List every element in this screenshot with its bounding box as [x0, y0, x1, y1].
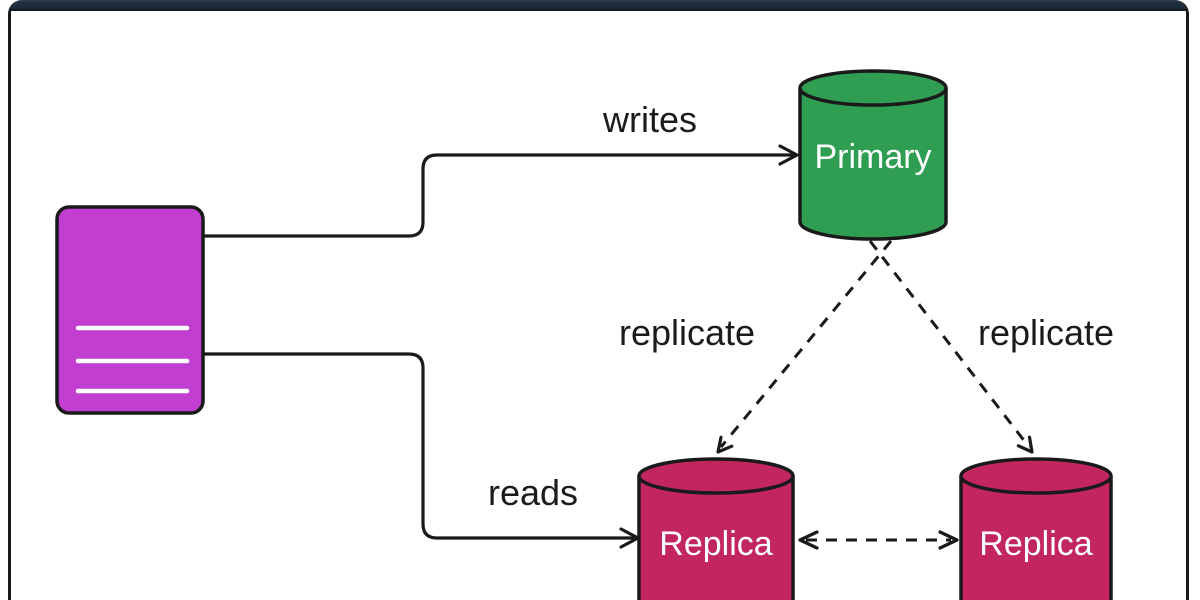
- replica-left-label: Replica: [659, 525, 772, 563]
- replicate-left-arrowhead-icon: [716, 435, 734, 454]
- replicate-right-arrowhead-icon: [1016, 435, 1034, 454]
- primary-database-node: Primary: [798, 69, 948, 241]
- replicate-left-line: [719, 240, 893, 448]
- replica-sync-arrow: [798, 530, 959, 550]
- replicate-left-arrow: [716, 240, 893, 454]
- replica-sync-left-arrowhead-icon: [798, 530, 819, 550]
- replicate-left-label: replicate: [619, 312, 755, 353]
- writes-arrow: [201, 144, 799, 238]
- primary-cylinder-top: [798, 69, 948, 107]
- client-app-node: [55, 205, 205, 415]
- reads-label: reads: [488, 472, 578, 513]
- primary-cylinder-body: [798, 88, 948, 241]
- replica-right-label: Replica: [979, 525, 1092, 563]
- writes-arrow-line: [201, 153, 795, 238]
- replica-right-cylinder-body: [959, 476, 1113, 600]
- replicate-right-label: replicate: [978, 312, 1114, 353]
- reads-arrow: [201, 352, 640, 549]
- writes-arrowhead-icon: [778, 144, 799, 166]
- replicate-right-line: [868, 240, 1031, 448]
- replica-right-cylinder-top: [959, 457, 1113, 495]
- replica-right-database-node: Replica: [959, 457, 1113, 600]
- writes-label: writes: [602, 99, 697, 140]
- browser-titlebar-strip: [11, 0, 1186, 11]
- replica-left-database-node: Replica: [637, 457, 795, 600]
- reads-arrow-line: [201, 352, 636, 540]
- client-card-shape: [55, 205, 205, 415]
- replica-left-cylinder-top: [637, 457, 795, 495]
- client-text-lines-icon: [75, 325, 190, 394]
- replica-sync-right-arrowhead-icon: [938, 530, 959, 550]
- replicate-right-arrow: [868, 240, 1034, 454]
- replica-left-cylinder-body: [637, 476, 795, 600]
- primary-label: Primary: [814, 138, 931, 176]
